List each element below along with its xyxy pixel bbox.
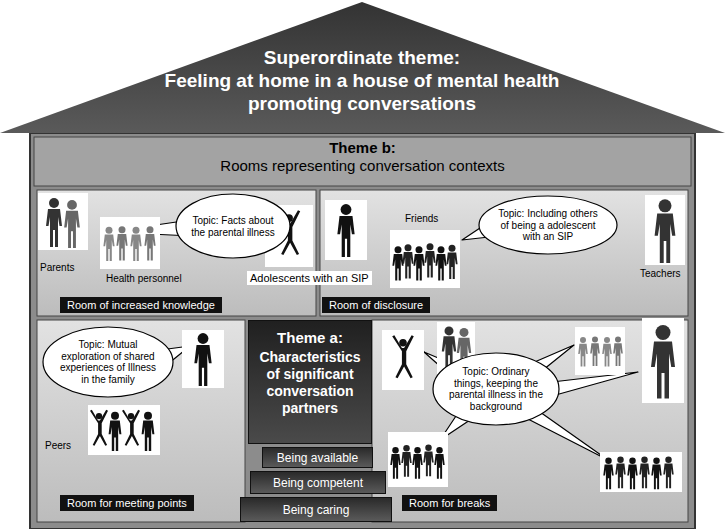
room-node: Room of disclosure Topic: Including other… <box>320 190 688 316</box>
theme-title: Rooms representing conversation contexts <box>30 157 695 175</box>
topic-text: Topic: Including others of being a adole… <box>495 208 601 243</box>
stair-step: Being available <box>262 447 373 468</box>
roof-title: Superordinate theme:Feeling at home in a… <box>147 46 577 115</box>
theme-box: Theme a: Characteristics of significant c… <box>248 320 372 444</box>
figure-label: Peers <box>45 440 71 452</box>
figure-label: Health personnel <box>106 273 182 285</box>
bubble-text: Topic: Ordinary things, keeping the pare… <box>447 366 544 412</box>
theme-heading: Theme b: <box>30 139 695 157</box>
band-title: Theme b:Rooms representing conversation … <box>30 139 695 175</box>
figure-label: Adolescents with an SIP <box>247 271 372 285</box>
step-label: Being competent <box>273 476 363 490</box>
speech-bubble: Topic: Facts about the parental illness <box>175 193 291 259</box>
room-label: Room of increased knowledge <box>60 297 222 313</box>
stair-step: Being competent <box>250 471 386 494</box>
topic-text: Topic: Ordinary things, keeping the pare… <box>447 366 544 412</box>
theme-heading: Theme a: <box>253 329 367 347</box>
room-label: Room for meeting points <box>60 495 194 511</box>
house-walls: Theme b:Rooms representing conversation … <box>30 133 695 529</box>
room-label: Room for breaks <box>402 495 497 511</box>
theme-title: Feeling at home in a house of mental hea… <box>147 69 577 115</box>
step-label: Being caring <box>283 503 350 517</box>
step-label: Being available <box>277 451 358 465</box>
figure-label: Friends <box>405 213 438 225</box>
bubble-text: Topic: Mutual exploration of shared expe… <box>58 339 158 385</box>
bubble-text: Topic: Facts about the parental illness <box>189 215 277 238</box>
speech-bubble: Topic: Ordinary things, keeping the pare… <box>432 352 560 426</box>
topic-text: Topic: Mutual exploration of shared expe… <box>58 339 158 385</box>
speech-bubble: Topic: Mutual exploration of shared expe… <box>42 326 174 398</box>
room-node: Room for meeting points Topic: Mutual exp… <box>37 320 245 522</box>
figure-label: Parents <box>40 262 74 274</box>
theme-title: Characteristics of significant conversat… <box>253 349 367 417</box>
roof-node: Superordinate theme:Feeling at home in a… <box>0 0 725 133</box>
room-node: Room for breaks Topic: Ordinary things, k… <box>372 320 688 522</box>
bubble-text: Topic: Including others of being a adole… <box>495 208 601 243</box>
topic-text: Topic: Facts about the parental illness <box>189 215 277 238</box>
figure-label: Teachers <box>640 268 681 280</box>
room-label: Room of disclosure <box>322 297 430 313</box>
stair-step: Being caring <box>240 497 392 522</box>
theme-heading: Superordinate theme: <box>147 46 577 69</box>
room-node: Room of increased knowledge Topic: Facts … <box>37 190 316 316</box>
speech-bubble: Topic: Including others of being a adole… <box>478 195 618 255</box>
